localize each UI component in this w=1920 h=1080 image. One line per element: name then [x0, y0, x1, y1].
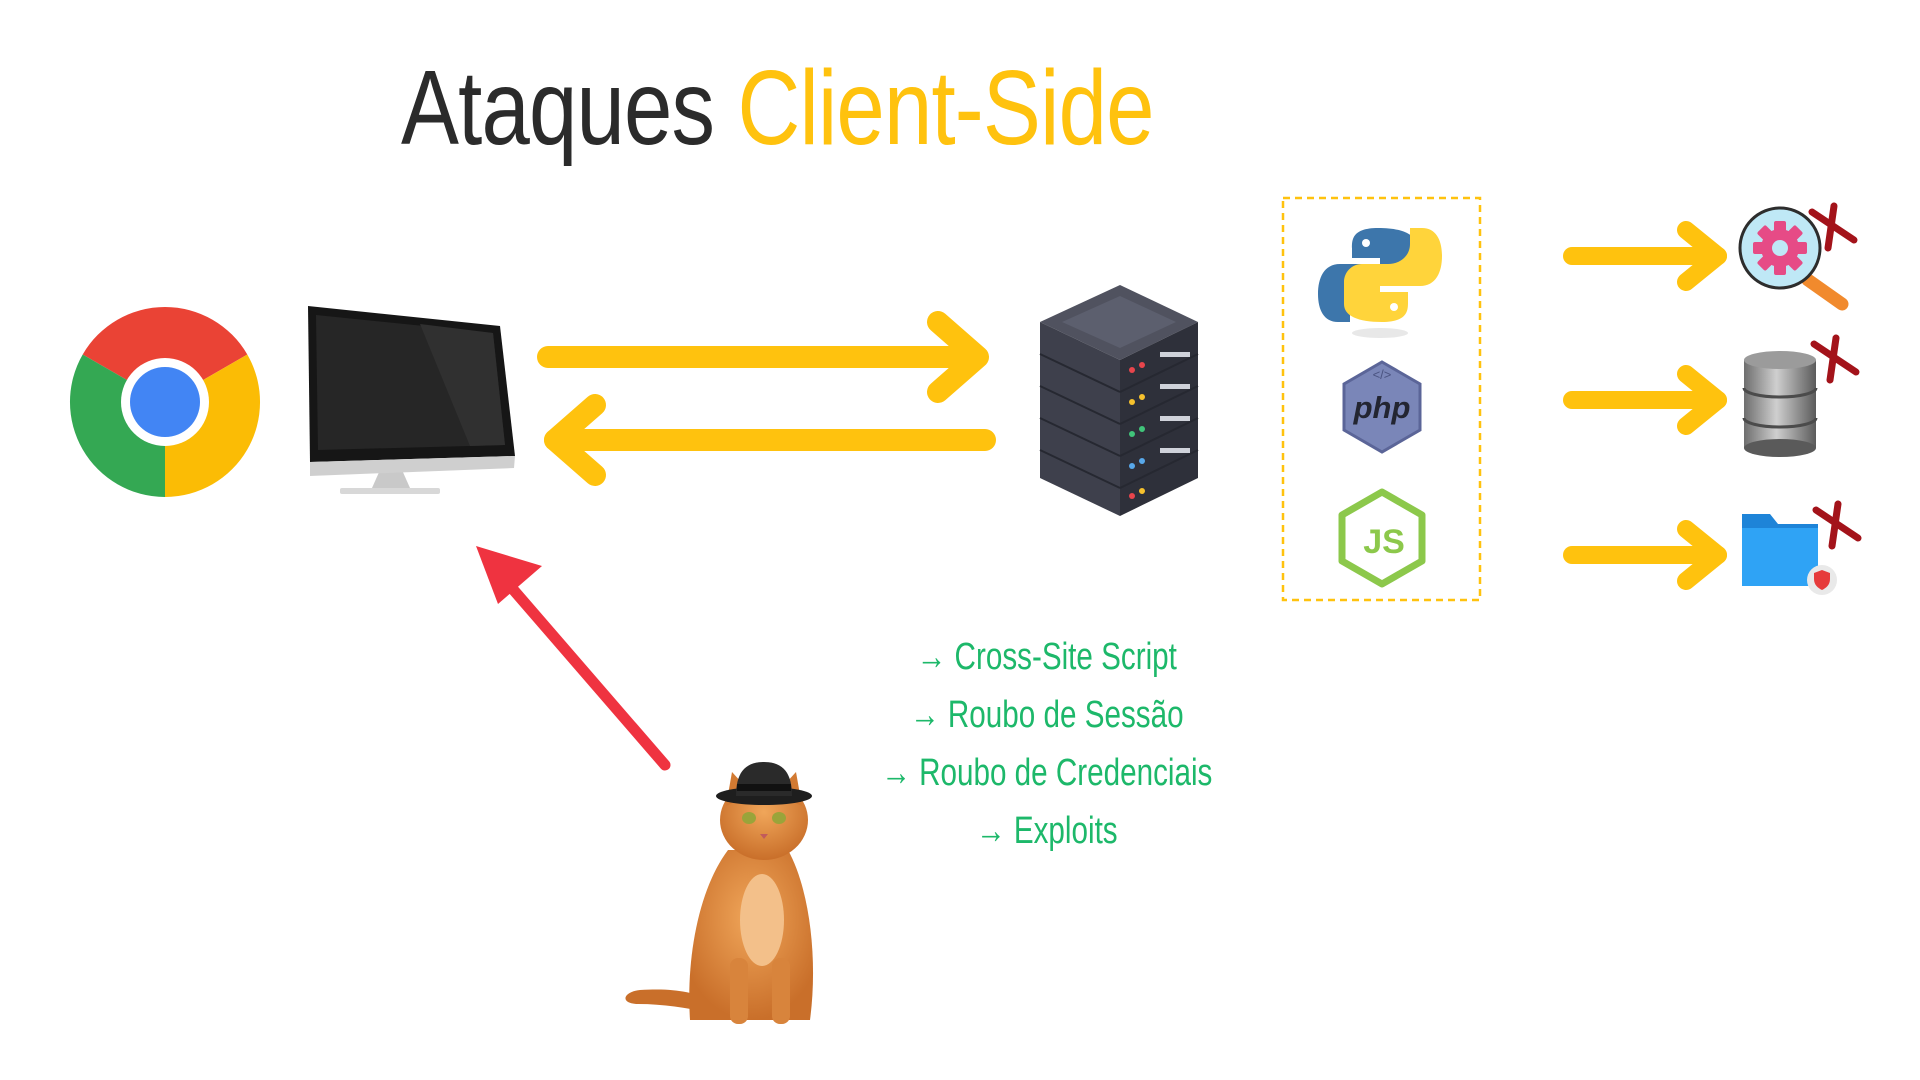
page-title: Ataques Client-Side [138, 55, 1417, 161]
x-mark-settings-icon [1808, 202, 1858, 252]
chrome-icon [69, 306, 261, 497]
nodejs-icon: JS [1338, 488, 1426, 588]
x-mark-database-icon [1810, 334, 1860, 384]
attack-item-credential-theft: → Roubo de Credenciais [881, 752, 1213, 794]
arrow-to-folder [1563, 520, 1727, 590]
x-mark-folder-icon [1812, 500, 1862, 550]
php-logo-text: php [1353, 390, 1411, 425]
server-icon [1039, 285, 1199, 516]
title-ataques: Ataques [400, 49, 715, 167]
request-arrow [537, 311, 989, 403]
nodejs-logo-text: JS [1363, 523, 1405, 561]
arrow-to-database [1563, 365, 1727, 435]
database-icon [1742, 351, 1818, 457]
svg-text:</>: </> [1373, 367, 1392, 382]
title-client-side: Client-Side [737, 49, 1155, 167]
attack-item-exploits: → Exploits [975, 810, 1118, 852]
attack-arrow [476, 546, 671, 771]
backend-stack-box [1281, 196, 1482, 602]
secure-folder-icon [1742, 514, 1837, 595]
attack-item-xss: → Cross-Site Script [916, 636, 1177, 678]
settings-search-icon [1738, 206, 1849, 311]
php-icon: </> php [1342, 360, 1422, 454]
attack-list: → Cross-Site Script → Roubo de Sessão → … [844, 628, 1250, 860]
response-arrow [544, 394, 996, 486]
arrow-to-settings [1563, 221, 1727, 291]
attack-item-session-theft: → Roubo de Sessão [910, 694, 1184, 736]
cat-hacker-image [625, 762, 814, 1024]
python-icon [1318, 228, 1442, 338]
monitor-icon [308, 306, 515, 494]
